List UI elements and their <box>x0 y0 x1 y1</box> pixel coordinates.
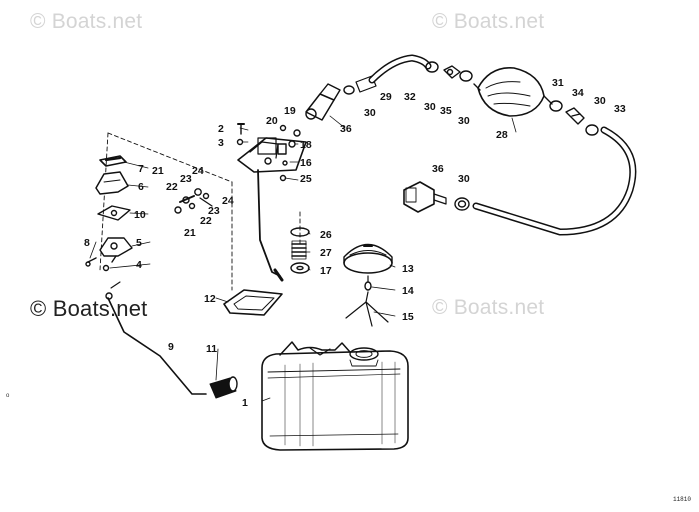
callout-30c: 30 <box>458 115 470 127</box>
callout-22b: 22 <box>200 215 212 227</box>
callout-33: 33 <box>614 103 626 115</box>
callout-21a: 21 <box>152 165 164 177</box>
callout-36b: 36 <box>432 163 444 175</box>
watermark-mid-left: © Boats.net <box>30 296 148 321</box>
callout-17: 17 <box>320 265 332 277</box>
link-parts <box>174 188 213 214</box>
callout-16: 16 <box>300 157 312 169</box>
callout-5: 5 <box>136 237 142 249</box>
callout-30e: 30 <box>458 173 470 185</box>
gauge-housing-6 <box>95 171 129 195</box>
watermark-top-right: © Boats.net <box>432 10 545 33</box>
callout-9: 9 <box>168 341 174 353</box>
seal-17 <box>290 262 310 274</box>
connector-36-top <box>305 83 341 121</box>
callout-26: 26 <box>320 229 332 241</box>
leader-lines <box>89 115 517 402</box>
callout-14: 14 <box>402 285 414 297</box>
callout-19: 19 <box>284 105 296 117</box>
pickup-tube <box>105 281 207 395</box>
callout-20: 20 <box>266 115 278 127</box>
watermark-mid-right: © Boats.net <box>432 296 545 319</box>
callout-23a: 23 <box>180 173 192 185</box>
callout-30b: 30 <box>424 101 436 113</box>
valve-34 <box>565 107 585 125</box>
callout-34: 34 <box>572 87 584 99</box>
clamp-30-e <box>454 197 470 211</box>
clamp-30-d <box>585 124 599 136</box>
o-ring-26 <box>290 227 310 237</box>
callout-30d: 30 <box>594 95 606 107</box>
clamp-30-b <box>425 61 439 73</box>
filler-cap <box>343 243 393 274</box>
spring-27 <box>291 240 307 260</box>
hose-29 <box>355 75 377 93</box>
callout-29: 29 <box>380 91 392 103</box>
callout-10: 10 <box>134 209 146 221</box>
callout-35: 35 <box>440 105 452 117</box>
callout-6: 6 <box>138 181 144 193</box>
callout-30a: 30 <box>364 107 376 119</box>
gauge-mechanism-5 <box>99 237 133 263</box>
drawing-code: 11810 <box>672 496 691 503</box>
callout-24a: 24 <box>192 165 204 177</box>
rivet-8 <box>85 257 97 267</box>
chain-retainer <box>345 291 389 327</box>
callout-labels: 1 2 3 4 5 6 7 8 9 10 11 12 13 14 15 16 1… <box>84 77 626 409</box>
part-20-ring <box>279 124 287 132</box>
callout-11: 11 <box>206 343 217 355</box>
fuel-line-32 <box>368 54 432 84</box>
fuel-tank <box>261 341 409 451</box>
clamp-31 <box>549 100 563 112</box>
watermark-top-left: © Boats.net <box>30 10 143 33</box>
callout-13: 13 <box>402 263 414 275</box>
callout-2: 2 <box>218 123 224 135</box>
clamp-30-a <box>343 85 355 95</box>
cap-chain <box>364 275 372 291</box>
fuel-filter <box>209 376 238 399</box>
callout-15: 15 <box>402 311 414 323</box>
callout-25: 25 <box>300 173 312 185</box>
tank-unit-housing <box>237 137 307 173</box>
callout-22a: 22 <box>166 181 178 193</box>
callout-31: 31 <box>552 77 564 89</box>
gauge-lens-7 <box>99 155 127 167</box>
callout-18: 18 <box>300 139 312 151</box>
callout-8: 8 <box>84 237 90 249</box>
screw-2 <box>237 123 245 135</box>
callout-1: 1 <box>242 397 248 409</box>
callout-28: 28 <box>496 129 508 141</box>
washer-3 <box>236 138 244 146</box>
callout-36a: 36 <box>340 123 352 135</box>
corner-mark: o <box>6 393 10 399</box>
callout-12: 12 <box>204 293 216 305</box>
connector-36-bottom <box>403 181 447 213</box>
callout-4: 4 <box>136 259 142 271</box>
gauge-plate-10 <box>97 205 131 221</box>
callout-7: 7 <box>138 163 144 175</box>
primer-bulb-28 <box>473 67 553 117</box>
callout-3: 3 <box>218 137 224 149</box>
callout-24b: 24 <box>222 195 234 207</box>
part-18-ring <box>288 140 296 148</box>
callout-23b: 23 <box>208 205 220 217</box>
part-19-ring <box>293 129 301 137</box>
gasket <box>223 289 283 316</box>
part-4-ring <box>102 264 110 272</box>
valve-35 <box>443 65 461 79</box>
fuel-line-33 <box>472 126 637 236</box>
clamp-30-c <box>459 70 473 82</box>
gauge-rod <box>257 169 284 282</box>
callout-32: 32 <box>404 91 416 103</box>
callout-21b: 21 <box>184 227 196 239</box>
callout-27: 27 <box>320 247 332 259</box>
